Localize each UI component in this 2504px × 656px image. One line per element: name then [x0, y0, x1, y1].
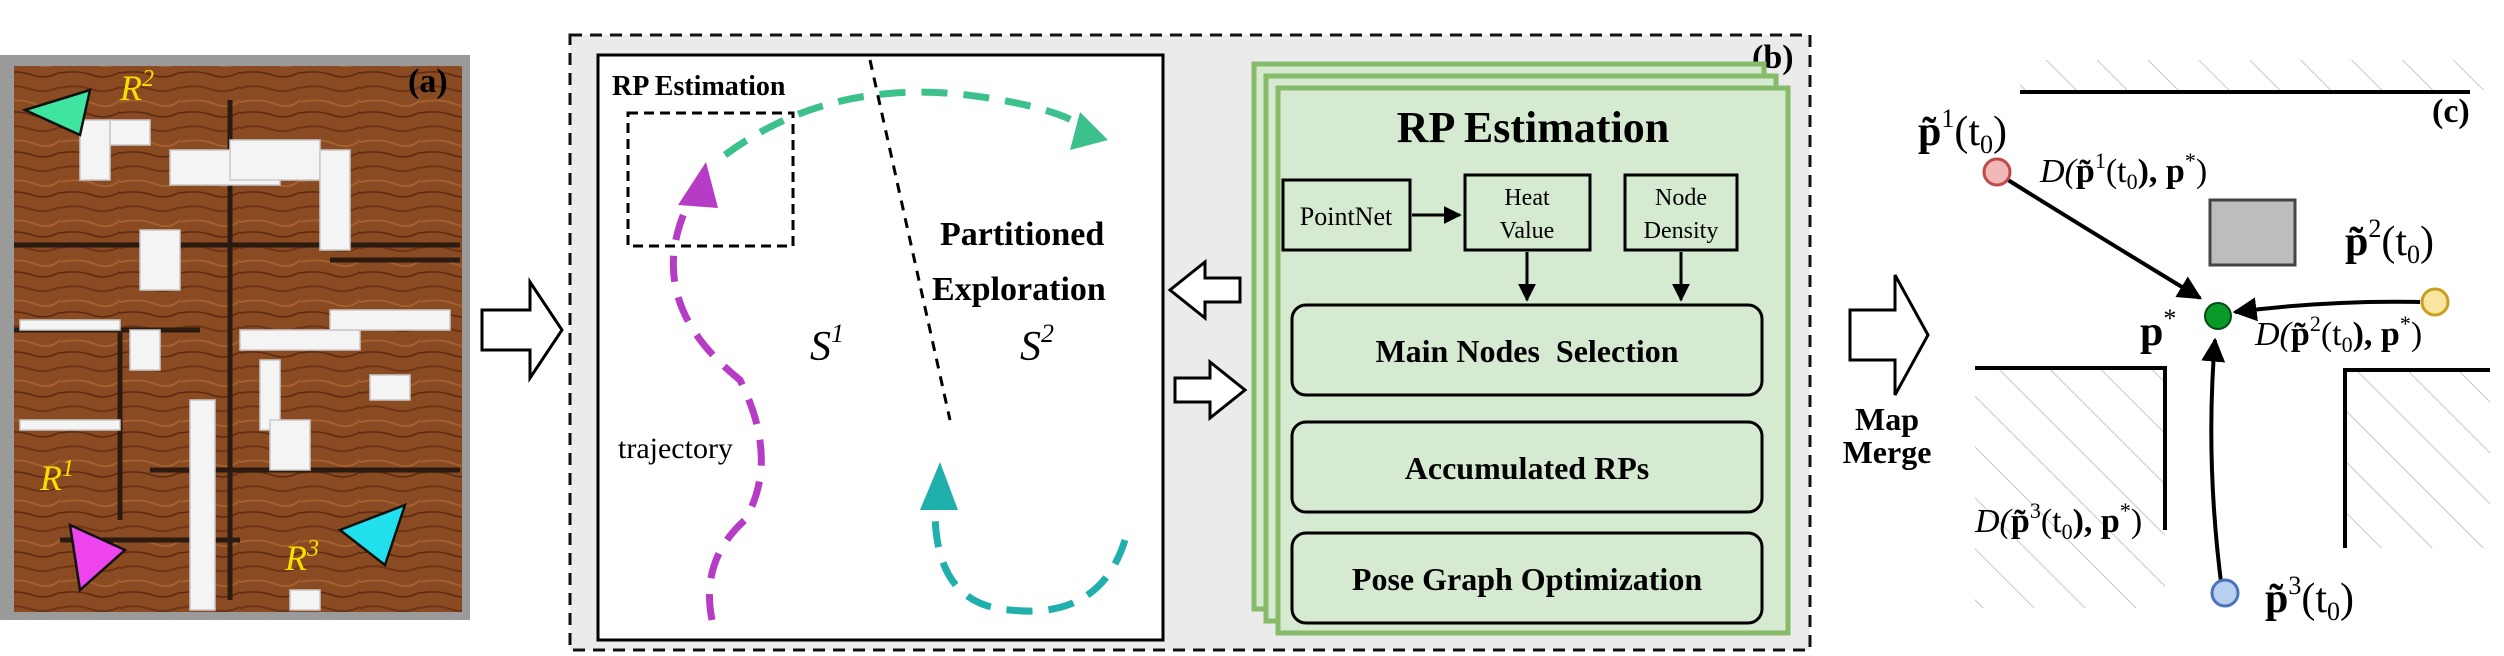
label-pstar: p*: [2140, 304, 2176, 355]
region-s2: S2: [1020, 319, 1054, 370]
arrow-right-small: [1173, 358, 1248, 422]
label-d-p3: D(p̃3(t0), p*): [1974, 498, 2142, 544]
heat-label-1: Heat: [1504, 185, 1550, 211]
label-p1-t0: p̃1(t0): [1918, 104, 2007, 159]
panel-c-tag: (c): [2432, 93, 2470, 130]
exploration-box: [596, 53, 1165, 642]
magenta-arrowhead: [678, 162, 718, 208]
left-rp-title: RP Estimation: [612, 71, 786, 102]
partitioned-label-2: Exploration: [932, 271, 1106, 308]
gray-obstacle: [2208, 198, 2297, 267]
edge-p3-to-pstar: [2201, 337, 2226, 591]
module-title: RP Estimation: [1397, 103, 1670, 152]
trajectory-label: trajectory: [618, 432, 733, 465]
pointnet-label: PointNet: [1300, 202, 1393, 231]
pointnet-box: [1281, 178, 1412, 252]
node-density-box: [1623, 173, 1739, 252]
accumulated-rps-box: [1290, 420, 1764, 514]
pose-graph-label: Pose Graph Optimization: [1352, 561, 1702, 597]
node-p1: [1982, 157, 2012, 187]
robot-r1-marker: [68, 522, 128, 593]
robot-r1-label: R1: [39, 456, 74, 498]
edge-p1-to-pstar: [1998, 173, 2203, 300]
node-pstar: [2204, 302, 2232, 330]
heat-value-box: [1463, 173, 1592, 252]
panel-c: (c) p̃1(t0) D(p̃1(t0), p*) p̃2(t0) D(p̃2…: [1918, 60, 2490, 626]
magenta-trajectory: [669, 198, 765, 621]
heat-label-2: Value: [1500, 218, 1555, 244]
label-p2-t0: p̃2(t0): [2345, 214, 2434, 269]
rp-dashed-box: [626, 111, 795, 248]
arrow-a-to-b: [480, 277, 564, 383]
panel-a-map: R2 R1 R3 (a): [0, 55, 470, 620]
node-p3: [2210, 578, 2240, 608]
map-merge-label-2: Merge: [1843, 434, 1932, 470]
node-p2: [2420, 287, 2450, 317]
label-d-p1: D(p̃1(t0), p*): [2039, 148, 2207, 194]
map-merge-label-1: Map: [1855, 401, 1919, 437]
main-nodes-label: Main Nodes Selection: [1375, 333, 1678, 369]
label-d-p2: D(p̃2(t0), p*): [2254, 311, 2422, 357]
partitioned-label-1: Partitioned: [940, 216, 1104, 253]
arrow-b-to-c: [1848, 274, 1930, 396]
accumulated-rps-label: Accumulated RPs: [1405, 450, 1649, 486]
panel-b: (b) RP Estimation trajectory S1 S2 Parti…: [568, 33, 1812, 652]
pose-graph-box: [1290, 531, 1764, 625]
green-trajectory: [722, 88, 1092, 158]
node-label-1: Node: [1655, 185, 1707, 211]
teal-trajectory: [931, 509, 1129, 615]
robot-r2-marker: [21, 88, 92, 137]
edge-p2-to-pstar: [2232, 297, 2421, 322]
robot-r3-marker: [337, 502, 408, 568]
partition-line: [868, 59, 952, 421]
panel-a-tag: (a): [408, 63, 448, 100]
teal-arrowhead: [920, 462, 958, 510]
node-label-2: Density: [1644, 218, 1719, 244]
label-p3-t0: p̃3(t0): [2265, 571, 2354, 626]
robot-r3-label: R3: [284, 536, 319, 578]
main-nodes-box: [1290, 303, 1764, 397]
green-arrowhead: [1070, 112, 1108, 150]
region-s1: S1: [810, 319, 844, 370]
robot-r2-label: R2: [119, 66, 154, 108]
arrow-left-small: [1167, 258, 1242, 322]
